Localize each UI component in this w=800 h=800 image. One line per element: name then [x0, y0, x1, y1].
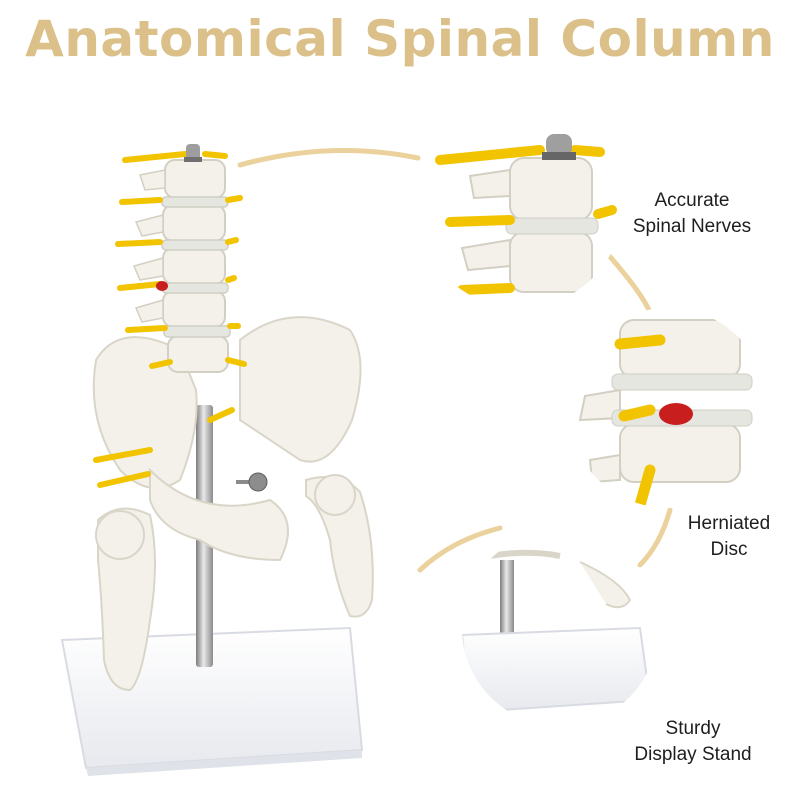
callout-stand-line1: Sturdy	[665, 718, 721, 739]
top-screw	[184, 144, 202, 162]
callout-disc-line1: Herniated	[687, 513, 771, 534]
callout-stand-line2: Display Stand	[634, 744, 752, 765]
callout-nerves: Accurate Spinal Nerves	[612, 188, 772, 240]
callout-disc: Herniated Disc	[668, 511, 790, 563]
callout-nerves-line1: Accurate	[654, 190, 730, 211]
spine-model-image	[60, 144, 374, 776]
zoom-disc-image	[568, 308, 768, 508]
side-knob	[236, 472, 268, 492]
vertebrae	[132, 159, 231, 373]
page-title: Anatomical Spinal Column	[25, 10, 775, 68]
herniation-marker	[156, 281, 168, 291]
femurs	[95, 474, 374, 692]
callout-disc-line2: Disc	[710, 539, 748, 560]
zoom-stand-image	[462, 530, 658, 726]
pelvis	[92, 316, 362, 562]
zoom-nerves-image	[417, 102, 623, 308]
callout-stand: Sturdy Display Stand	[608, 716, 778, 768]
spinal-nerves	[93, 151, 247, 488]
callout-nerves-line2: Spinal Nerves	[632, 216, 752, 237]
connector-arcs	[237, 147, 673, 573]
